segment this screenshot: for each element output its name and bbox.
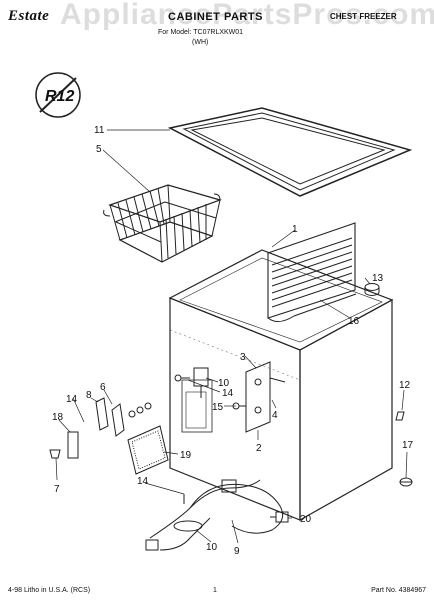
callout-19: 19 <box>180 450 192 461</box>
thermostat-bracket <box>245 361 286 433</box>
callout-12: 12 <box>399 380 411 391</box>
brand-logo: Estate <box>8 8 50 24</box>
vent-grille <box>127 425 169 475</box>
callout-20: 20 <box>300 514 312 525</box>
trim-strip <box>67 431 79 459</box>
caster <box>399 477 413 487</box>
callout-9: 9 <box>234 546 240 557</box>
callout-16: 16 <box>348 316 360 327</box>
callout-6: 6 <box>100 382 106 393</box>
callout-4: 4 <box>272 410 278 421</box>
wire-basket <box>103 184 222 263</box>
leader-lines <box>55 129 408 544</box>
callout-17: 17 <box>402 440 414 451</box>
callout-11: 11 <box>94 125 105 136</box>
lid-hinge <box>95 397 152 437</box>
lid-gasket <box>167 107 413 197</box>
callout-18: 18 <box>52 412 64 423</box>
callout-7: 7 <box>54 484 60 495</box>
r12-badge: R12 <box>35 72 81 118</box>
callout-14-harness: 14 <box>137 476 149 487</box>
callout-2: 2 <box>256 443 262 454</box>
clip <box>49 449 61 459</box>
callout-14-hinge: 14 <box>66 394 78 405</box>
callout-13: 13 <box>372 273 384 284</box>
model-number: For Model: TC07RLXKW01 <box>158 29 244 36</box>
product-name: CHEST FREEZER <box>330 12 397 21</box>
footer-litho: 4-98 Litho in U.S.A. (RCS) <box>8 587 91 594</box>
callout-15: 15 <box>212 402 224 413</box>
divider-panel <box>267 222 357 322</box>
drain-plug <box>364 283 380 296</box>
r12-badge-label: R12 <box>45 88 74 105</box>
wire-connector <box>270 511 289 523</box>
page-number: 1 <box>213 587 217 594</box>
watermark: AppliancePartsPros.com <box>60 0 434 31</box>
callout-8: 8 <box>86 390 92 401</box>
wiring-harness <box>145 479 284 551</box>
cabinet <box>168 249 394 522</box>
callout-14-thermostat: 14 <box>222 388 234 399</box>
callout-3: 3 <box>240 352 246 363</box>
leveling-foot <box>395 411 405 421</box>
callout-10-thermostat: 10 <box>218 378 230 389</box>
callout-1: 1 <box>292 224 298 235</box>
part-number: Part No. 4384967 <box>371 587 426 594</box>
callout-10-harness: 10 <box>206 542 218 553</box>
thermostat <box>193 367 209 398</box>
callout-labels: 1 2 3 4 5 6 7 8 9 10 10 11 12 13 14 14 1… <box>52 125 414 557</box>
page-title: CABINET PARTS <box>168 11 263 23</box>
color-code: (WH) <box>192 39 209 46</box>
callout-5: 5 <box>96 144 102 155</box>
